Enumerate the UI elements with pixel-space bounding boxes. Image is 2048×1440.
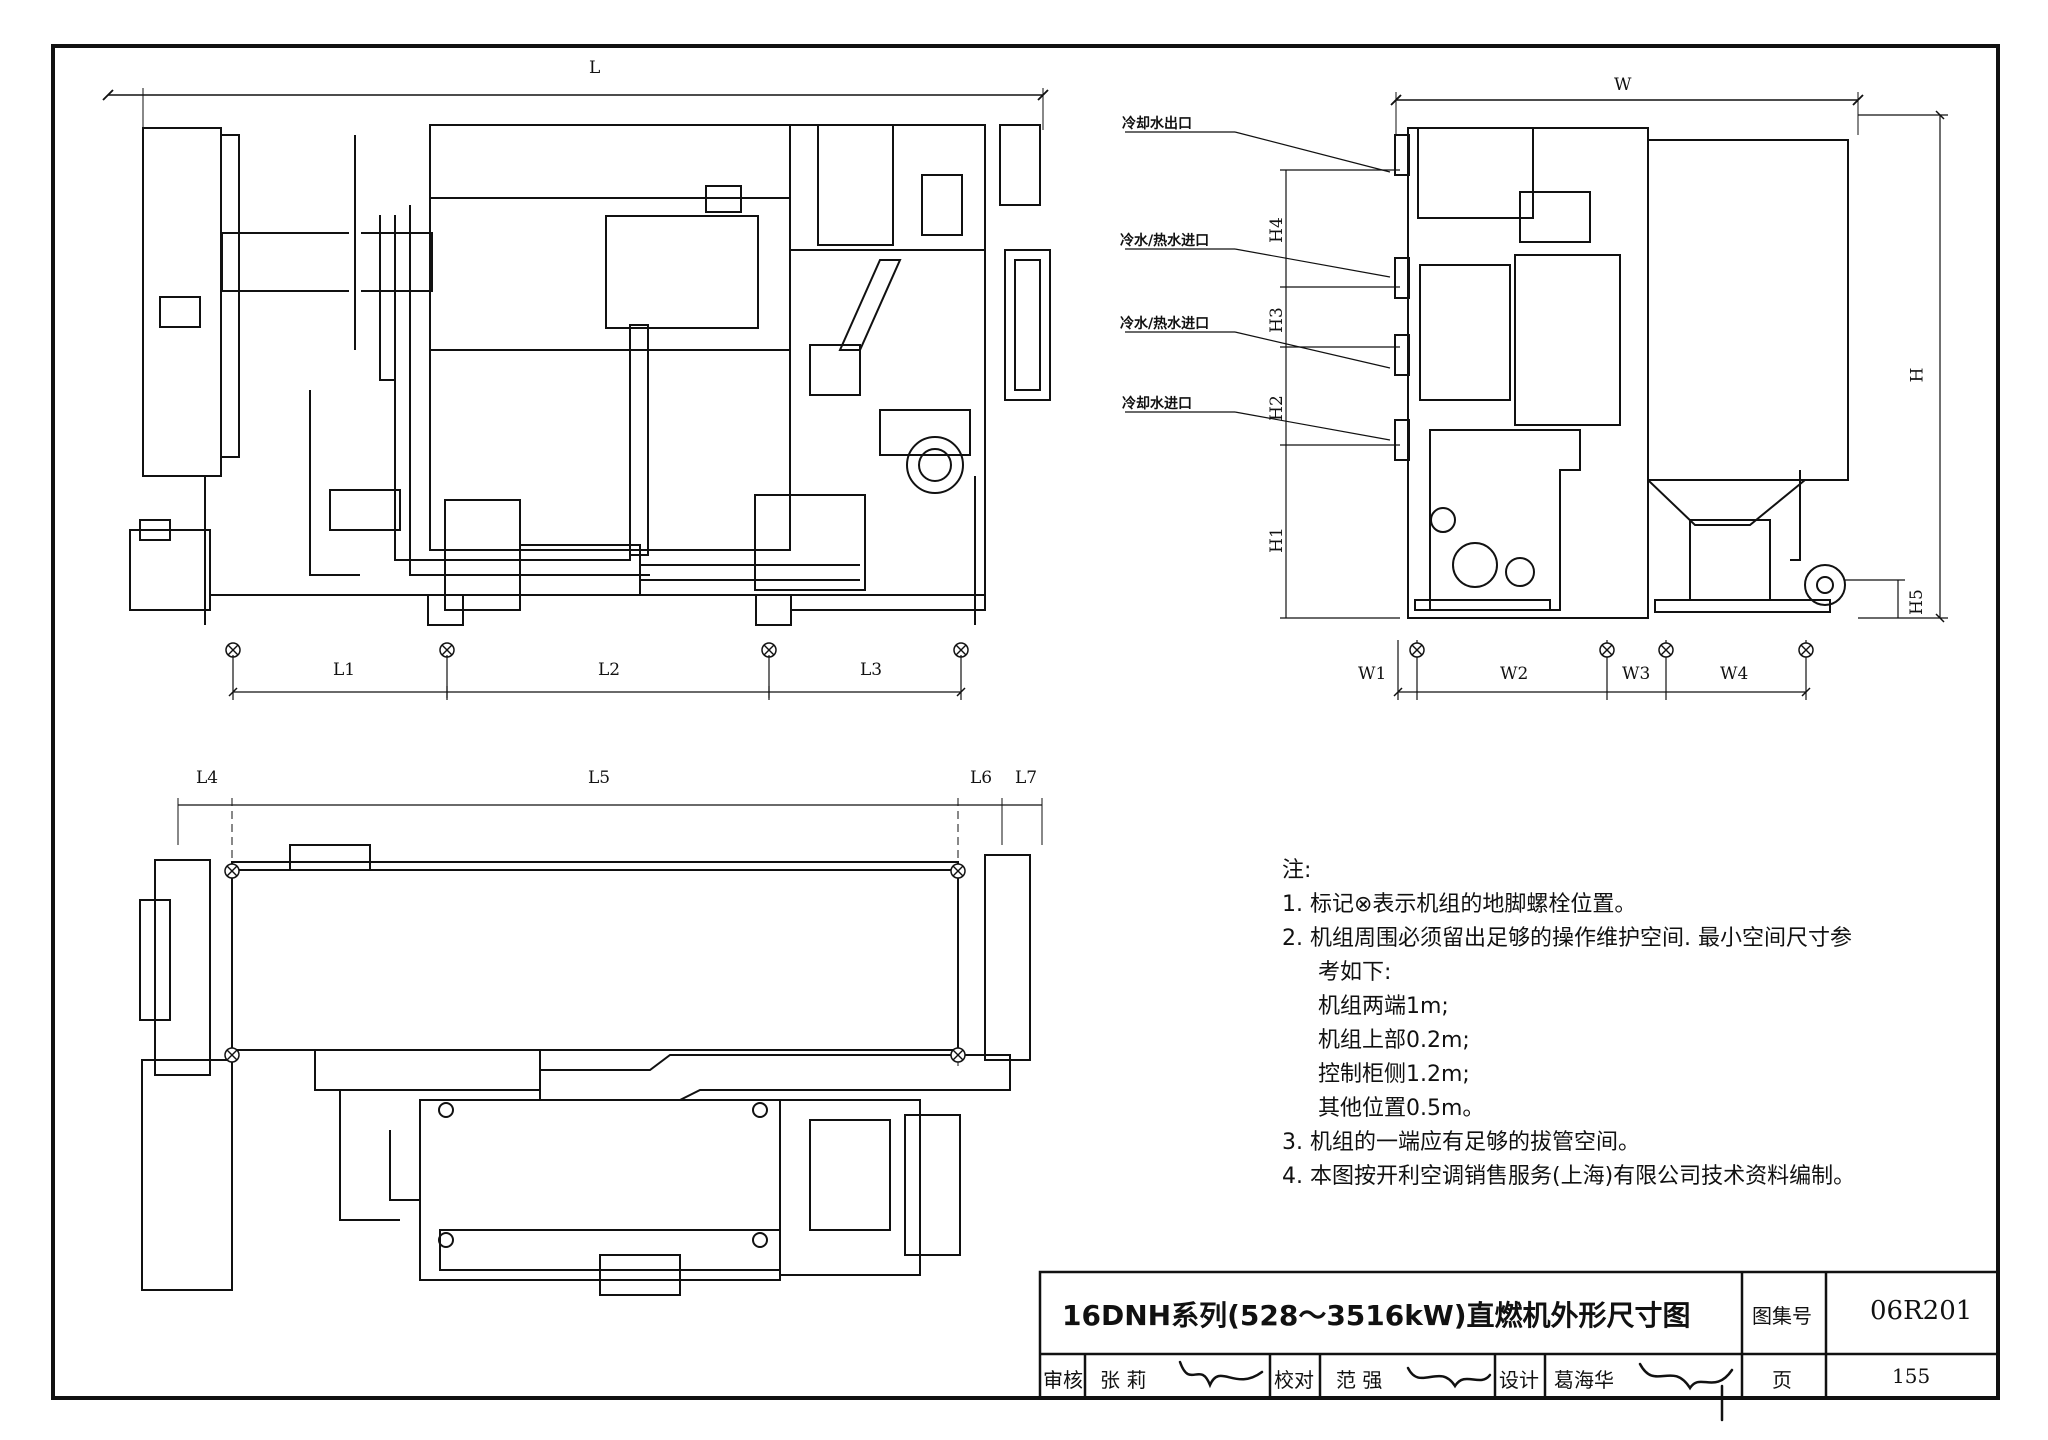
dim-W4: W4: [1720, 664, 1749, 684]
callout-cooling-water-inlet: 冷却水进口: [1122, 396, 1192, 412]
dim-L5: L5: [588, 768, 611, 788]
side-view-bolts: [1409, 642, 1814, 658]
dim-L: L: [589, 58, 601, 78]
dim-H2: H2: [1266, 395, 1287, 421]
dim-W: W: [1614, 75, 1632, 95]
dim-W3: W3: [1622, 664, 1651, 684]
top-view: [139, 798, 1043, 1296]
dim-L1: L1: [333, 660, 356, 680]
top-view-bolts: [224, 863, 966, 1063]
design-label: 设计: [1499, 1368, 1539, 1392]
dim-H3: H3: [1266, 307, 1287, 333]
dim-H1: H1: [1266, 527, 1287, 553]
sheet-border: [51, 44, 2000, 1400]
dim-H4: H4: [1266, 217, 1287, 243]
side-view: [1390, 92, 1864, 619]
note-space-top: 机组上部0.2m;: [1318, 1028, 1470, 1053]
page-label: 页: [1772, 1368, 1792, 1392]
front-view-bolts: [225, 642, 969, 658]
note-3: 3. 机组的一端应有足够的拔管空间。: [1282, 1130, 1640, 1155]
drawing-title: 16DNH系列(528～3516kW)直燃机外形尺寸图: [1062, 1299, 1691, 1332]
dim-L4: L4: [196, 768, 219, 788]
note-space-other: 其他位置0.5m。: [1318, 1096, 1485, 1121]
note-space-ends: 机组两端1m;: [1318, 994, 1449, 1019]
checker-name: 范 强: [1336, 1368, 1383, 1392]
note-2: 2. 机组周围必须留出足够的操作维护空间. 最小空间尺寸参: [1282, 926, 1852, 951]
dim-H5: H5: [1906, 589, 1927, 615]
dim-L7: L7: [1015, 768, 1038, 788]
reviewer-name: 张 莉: [1100, 1368, 1147, 1392]
callout-chilled-hot-water-inlet-2: 冷水/热水进口: [1120, 316, 1210, 332]
dim-L3: L3: [860, 660, 883, 680]
page-number: 155: [1892, 1364, 1931, 1388]
notes-heading: 注:: [1282, 858, 1312, 883]
note-4: 4. 本图按开利空调销售服务(上海)有限公司技术资料编制。: [1282, 1164, 1856, 1189]
dim-L2: L2: [598, 660, 621, 680]
title-block-grid: [1038, 1270, 2000, 1400]
side-view-dims: [1125, 110, 1948, 700]
check-label: 校对: [1274, 1368, 1314, 1392]
dim-L6: L6: [970, 768, 993, 788]
dim-W2: W2: [1500, 664, 1529, 684]
front-view-dim-chain: [228, 655, 966, 700]
note-1: 1. 标记⊗表示机组的地脚螺栓位置。: [1282, 892, 1637, 917]
callout-chilled-hot-water-inlet-1: 冷水/热水进口: [1120, 233, 1210, 249]
note-space-panel: 控制柜侧1.2m;: [1318, 1062, 1470, 1087]
signatures: [1178, 1360, 1734, 1422]
atlas-label: 图集号: [1752, 1304, 1812, 1328]
designer-name: 葛海华: [1554, 1368, 1614, 1392]
notes-block: 注: 1. 标记⊗表示机组的地脚螺栓位置。 2. 机组周围必须留出足够的操作维护…: [1282, 854, 2002, 1194]
note-2-cont: 考如下:: [1318, 960, 1392, 985]
callout-cooling-water-outlet: 冷却水出口: [1122, 116, 1192, 132]
dim-H: H: [1907, 367, 1928, 383]
dim-W1: W1: [1358, 664, 1387, 684]
review-label: 审核: [1043, 1368, 1083, 1392]
front-view: [102, 88, 1051, 626]
atlas-number: 06R201: [1870, 1296, 1973, 1326]
